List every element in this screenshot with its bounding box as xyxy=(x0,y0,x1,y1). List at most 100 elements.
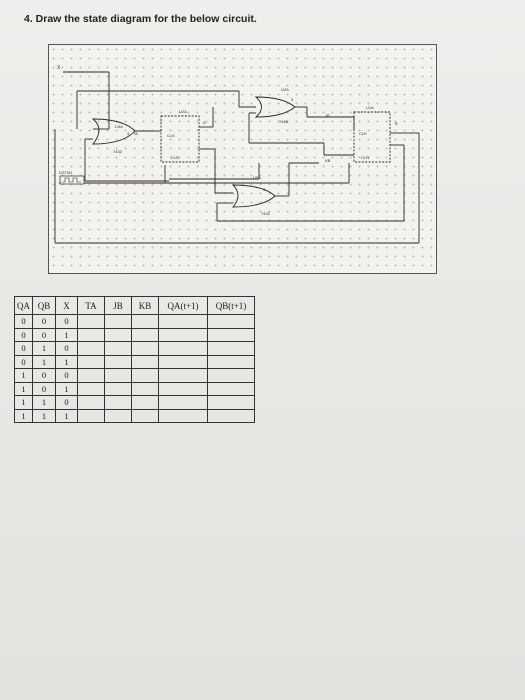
table-cell: 1 xyxy=(55,354,78,369)
table-cell-blank[interactable] xyxy=(104,354,132,369)
table-cell-blank[interactable] xyxy=(207,381,255,396)
table-cell: 1 xyxy=(55,408,78,423)
table-cell: 0 xyxy=(55,368,78,383)
header-ta: TA xyxy=(77,296,105,315)
table-cell-blank[interactable] xyxy=(104,327,132,342)
table-cell-blank[interactable] xyxy=(104,408,132,423)
gate-bottom-ic: 7432 xyxy=(261,211,271,216)
question-text: 4. Draw the state diagram for the below … xyxy=(24,13,257,25)
kb-label: KB xyxy=(325,158,331,163)
table-cell-blank[interactable] xyxy=(131,354,159,369)
table-cell-blank[interactable] xyxy=(131,341,159,356)
table-cell-blank[interactable] xyxy=(131,368,159,383)
flipflop-b-label: U1A xyxy=(366,105,374,110)
table-cell-blank[interactable] xyxy=(104,314,132,329)
table-cell: 0 xyxy=(14,354,33,369)
table-cell-blank[interactable] xyxy=(104,341,132,356)
state-table-header-row: QA QB X TA JB KB QA(t+1) QB(t+1) xyxy=(14,296,255,315)
table-cell-blank[interactable] xyxy=(158,314,208,329)
table-cell-blank[interactable] xyxy=(131,314,159,329)
gate-left-ic: 7432 xyxy=(113,149,123,154)
flipflop-a-clk: CLK xyxy=(167,133,175,138)
table-cell-blank[interactable] xyxy=(104,368,132,383)
table-cell: 1 xyxy=(14,408,33,423)
flipflop-a-label: U2A xyxy=(179,109,187,114)
gate-top-name: U2A xyxy=(281,87,289,92)
gate-top-pin: 3 xyxy=(291,97,294,102)
table-cell-blank[interactable] xyxy=(158,341,208,356)
table-cell-blank[interactable] xyxy=(158,408,208,423)
table-cell: 1 xyxy=(32,341,56,356)
table-cell-blank[interactable] xyxy=(77,341,105,356)
header-kb: KB xyxy=(131,296,159,315)
x-input-label: X xyxy=(57,65,61,71)
table-cell-blank[interactable] xyxy=(207,368,255,383)
table-cell-blank[interactable] xyxy=(207,314,255,329)
gate-left-signal: TA xyxy=(133,131,138,136)
table-cell-blank[interactable] xyxy=(104,395,132,410)
table-cell-blank[interactable] xyxy=(77,381,105,396)
table-cell-blank[interactable] xyxy=(158,395,208,410)
table-cell-blank[interactable] xyxy=(77,327,105,342)
table-cell: 1 xyxy=(32,408,56,423)
table-cell-blank[interactable] xyxy=(158,368,208,383)
header-qb-next: QB(t+1) xyxy=(207,296,255,315)
gate-left-pin: 3 xyxy=(127,131,130,136)
table-cell-blank[interactable] xyxy=(158,354,208,369)
table-cell-blank[interactable] xyxy=(104,381,132,396)
table-cell: 0 xyxy=(14,341,33,356)
table-cell: 0 xyxy=(55,395,78,410)
table-cell-blank[interactable] xyxy=(158,327,208,342)
header-qa: QA xyxy=(14,296,33,315)
signal-b-label: B xyxy=(395,121,398,126)
clock-source-label: DSTM1 xyxy=(59,170,73,175)
table-cell-blank[interactable] xyxy=(207,341,255,356)
gate-bottom-pin: 3 xyxy=(263,187,266,192)
table-cell: 0 xyxy=(32,314,56,329)
table-cell-blank[interactable] xyxy=(131,327,159,342)
table-cell: 0 xyxy=(32,381,56,396)
table-cell-blank[interactable] xyxy=(131,381,159,396)
header-x: X xyxy=(55,296,78,315)
table-cell-blank[interactable] xyxy=(207,408,255,423)
header-jb: JB xyxy=(104,296,132,315)
table-cell: 1 xyxy=(32,395,56,410)
table-cell-blank[interactable] xyxy=(77,368,105,383)
table-cell-blank[interactable] xyxy=(207,395,255,410)
flipflop-a-clr: CLR xyxy=(171,155,179,160)
signal-a-label: A xyxy=(203,120,206,125)
table-cell: 1 xyxy=(32,354,56,369)
jb-label: JB xyxy=(325,113,330,118)
table-cell-blank[interactable] xyxy=(77,408,105,423)
flipflop-b-clk: CLK xyxy=(359,131,367,136)
table-cell-blank[interactable] xyxy=(77,395,105,410)
circuit-schematic: X DSTM1 U3A 3 TA 7432 U2A CLK CLR A U2A … xyxy=(54,65,420,244)
table-cell-blank[interactable] xyxy=(77,314,105,329)
table-cell: 0 xyxy=(14,314,33,329)
table-cell: 1 xyxy=(14,381,33,396)
table-cell-blank[interactable] xyxy=(158,381,208,396)
circuit-diagram: X DSTM1 U3A 3 TA 7432 U2A CLK CLR A U2A … xyxy=(48,44,437,274)
table-cell: 1 xyxy=(14,368,33,383)
table-cell-blank[interactable] xyxy=(207,354,255,369)
table-cell-blank[interactable] xyxy=(77,354,105,369)
table-cell: 0 xyxy=(14,327,33,342)
header-qb: QB xyxy=(32,296,56,315)
table-cell: 0 xyxy=(32,327,56,342)
table-cell-blank[interactable] xyxy=(131,395,159,410)
table-cell: 0 xyxy=(55,314,78,329)
table-cell: 1 xyxy=(55,381,78,396)
table-cell-blank[interactable] xyxy=(207,327,255,342)
table-cell: 1 xyxy=(14,395,33,410)
table-cell-blank[interactable] xyxy=(131,408,159,423)
